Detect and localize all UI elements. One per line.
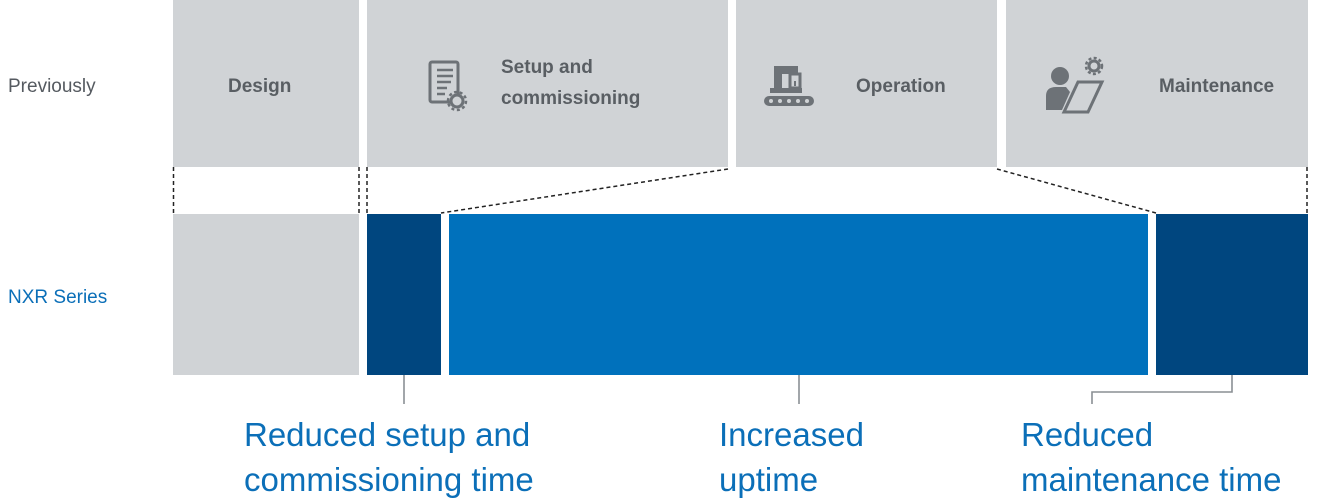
callout-reduced-maintenance: Reduced maintenance time (1021, 412, 1281, 502)
nxr-design-bar (173, 214, 359, 375)
phase-design-title: Design (228, 76, 292, 97)
phase-setup-title-line1: Setup and (501, 57, 593, 78)
document-gear-icon (428, 60, 468, 112)
callout-reduced-setup: Reduced setup and commissioning time (244, 412, 534, 502)
row-label-previously: Previously (8, 76, 96, 97)
dashed-connector (996, 168, 1157, 214)
callout-leader-maintenance (1091, 375, 1233, 404)
callout-reduced-setup-line1: Reduced setup and (244, 416, 531, 453)
technician-clipboard-gear-icon (1046, 56, 1105, 114)
callout-increased-uptime-line1: Increased (719, 416, 864, 453)
nxr-setup-bar (367, 214, 441, 375)
nxr-operation-bar (449, 214, 1148, 375)
callout-increased-uptime: Increased uptime (719, 412, 864, 502)
callout-reduced-maintenance-line1: Reduced (1021, 416, 1154, 453)
nxr-maintenance-bar (1156, 214, 1308, 375)
phase-operation: Operation (736, 0, 997, 167)
dashed-connector (440, 168, 729, 214)
phase-setup-commissioning: Setup and commissioning (367, 0, 728, 167)
robot-conveyor-icon (764, 66, 814, 106)
callout-reduced-maintenance-line2: maintenance time (1021, 461, 1282, 498)
phase-maintenance: Maintenance (1006, 0, 1308, 167)
phase-design: Design (173, 0, 359, 167)
callout-reduced-setup-line2: commissioning time (244, 461, 534, 498)
phase-maintenance-title: Maintenance (1159, 76, 1275, 97)
phase-setup-title-line2: commissioning (501, 88, 641, 109)
phase-operation-title: Operation (856, 76, 946, 97)
callout-increased-uptime-line2: uptime (719, 461, 819, 498)
row-label-nxr-series: NXR Series (8, 287, 108, 308)
